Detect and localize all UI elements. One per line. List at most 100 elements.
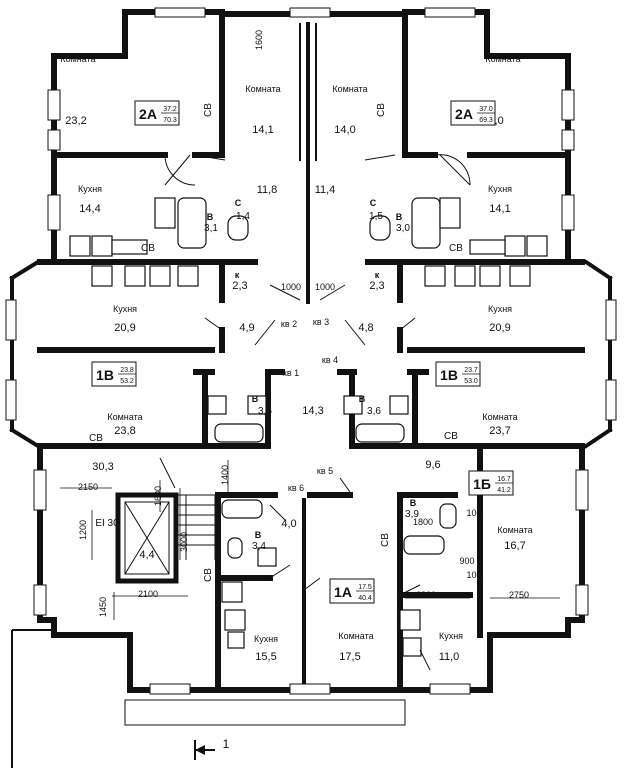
room-area-r6: 14,1: [489, 203, 510, 215]
room-name-r5: Кухня: [78, 184, 102, 194]
dimension-d1450: 1450: [98, 597, 108, 617]
apartment-number-kv6: кв 6: [288, 483, 304, 493]
apartment-total-a1: 70.3: [163, 117, 177, 124]
area-s4: 4,8: [358, 322, 373, 334]
room-name-r4: Комната: [485, 54, 520, 64]
section-mark: 1: [223, 737, 230, 751]
sv-label-3: СВ: [141, 243, 155, 254]
room-area-r9: 23,8: [114, 425, 135, 437]
area-s10: 2,3: [232, 280, 247, 292]
bathroom-area-b2: 1,4: [236, 211, 250, 222]
apartment-living-a3: 23.8: [120, 367, 134, 374]
room-area-r5: 14,4: [79, 203, 100, 215]
apartment-code-a4: 1В: [440, 367, 458, 383]
apartment-living-a4: 23.7: [464, 367, 478, 374]
bathroom-tag-b8: В: [410, 498, 417, 508]
sv-label-5: СВ: [89, 433, 103, 444]
room-area-r11: 16,7: [504, 540, 525, 552]
apartment-total-a4: 53.0: [464, 378, 478, 385]
apartment-total-a6: 40.4: [358, 595, 372, 602]
room-name-r9: Комната: [107, 412, 142, 422]
bathroom-tag-b6: В: [359, 394, 366, 404]
bathroom-area-b4: 3,0: [396, 223, 410, 234]
bathroom-area-b7: 3,4: [252, 541, 266, 552]
bathroom-area-b1: 3,1: [204, 223, 218, 234]
dimension-d2100: 2100: [138, 589, 158, 599]
dimension-d1600b: 1600: [153, 486, 163, 506]
room-labels: Комната23,2Комната14,1Комната14,0Комната…: [60, 54, 532, 663]
area-s7: 9,6: [425, 459, 440, 471]
dimension-d2800: 2800: [416, 590, 436, 600]
dimension-d1200: 1200: [78, 520, 88, 540]
room-name-r3: Комната: [332, 84, 367, 94]
apartment-number-kv1: кв 1: [283, 368, 299, 378]
apartment-total-a3: 53.2: [120, 378, 134, 385]
dimension-d1000b: 1000: [315, 282, 335, 292]
sv-label-8: СВ: [380, 533, 391, 547]
room-name-r2: Комната: [245, 84, 280, 94]
apartment-number-kv4: кв 4: [322, 355, 338, 365]
bathroom-tag-b5: В: [252, 394, 259, 404]
sv-label-4: СВ: [449, 243, 463, 254]
apartment-number-kv5: кв 5: [317, 466, 333, 476]
bathroom-area-b6: 3,6: [367, 406, 381, 417]
room-area-r10: 23,7: [489, 425, 510, 437]
apartment-living-a2: 37.0: [479, 106, 493, 113]
bathroom-area-b3: 1,5: [369, 211, 383, 222]
room-name-r14: Кухня: [439, 631, 463, 641]
dimension-d900: 900: [459, 556, 474, 566]
dimension-d1800: 1800: [413, 517, 433, 527]
room-name-r8: Кухня: [488, 304, 512, 314]
apartment-code-a3: 1В: [96, 367, 114, 383]
dimension-d1400: 1400: [220, 465, 230, 485]
room-area-r3: 14,0: [334, 124, 355, 136]
bathroom-tag-b4: В: [396, 212, 403, 222]
dimension-d1600a: 1600: [254, 30, 264, 50]
apartment-total-a2: 69.3: [479, 117, 493, 124]
area-s8: 4,0: [281, 518, 296, 530]
corridor-tag-k1: к: [235, 270, 240, 280]
apartment-code-a6: 1А: [334, 584, 352, 600]
bathroom-tag-b2: С: [235, 198, 242, 208]
room-area-r14: 11,0: [439, 651, 460, 663]
apartment-living-a6: 17.5: [358, 584, 372, 591]
bathroom-tag-b1: В: [207, 212, 214, 222]
bathroom-tag-b7: В: [255, 530, 262, 540]
room-name-r11: Комната: [497, 525, 532, 535]
room-area-r13: 17,5: [339, 651, 360, 663]
area-s1: 11,8: [257, 184, 278, 196]
dimension-d100b: 100: [466, 570, 481, 580]
room-name-r1: Комната: [60, 54, 95, 64]
room-name-r10: Комната: [482, 412, 517, 422]
dimension-d1000a: 1000: [281, 282, 301, 292]
apartment-total-a5: 41.2: [497, 487, 511, 494]
apartment-living-a1: 37.2: [163, 106, 177, 113]
dimension-d3000: 3000: [179, 532, 189, 552]
area-s3: 4,9: [239, 322, 254, 334]
dimension-d2150: 2150: [78, 482, 98, 492]
corridor-tag-k2: к: [375, 270, 380, 280]
area-s11: 2,3: [369, 280, 384, 292]
room-area-r8: 20,9: [489, 322, 510, 334]
room-area-r2: 14,1: [252, 124, 273, 136]
sv-label-7: СВ: [203, 568, 214, 582]
apartment-code-a1: 2А: [139, 106, 157, 122]
room-name-r6: Кухня: [488, 184, 512, 194]
bathroom-tag-b3: С: [370, 198, 377, 208]
apartment-living-a5: 16.7: [497, 476, 511, 483]
apartment-code-a2: 2А: [455, 106, 473, 122]
sv-label-1: СВ: [203, 103, 214, 117]
room-area-r12: 15,5: [255, 651, 276, 663]
room-name-r7: Кухня: [113, 304, 137, 314]
apartment-code-a5: 1Б: [473, 476, 491, 492]
apartment-badges: 2А 37.2 70.3 2А 37.0 69.3 1В 23.8 53.2 1В 23.7 53.0…: [91, 100, 514, 604]
area-s5: 14,3: [302, 405, 323, 417]
room-area-r7: 20,9: [114, 322, 135, 334]
apartment-number-kv3: кв 3: [313, 317, 329, 327]
room-area-r1: 23,2: [65, 115, 86, 127]
